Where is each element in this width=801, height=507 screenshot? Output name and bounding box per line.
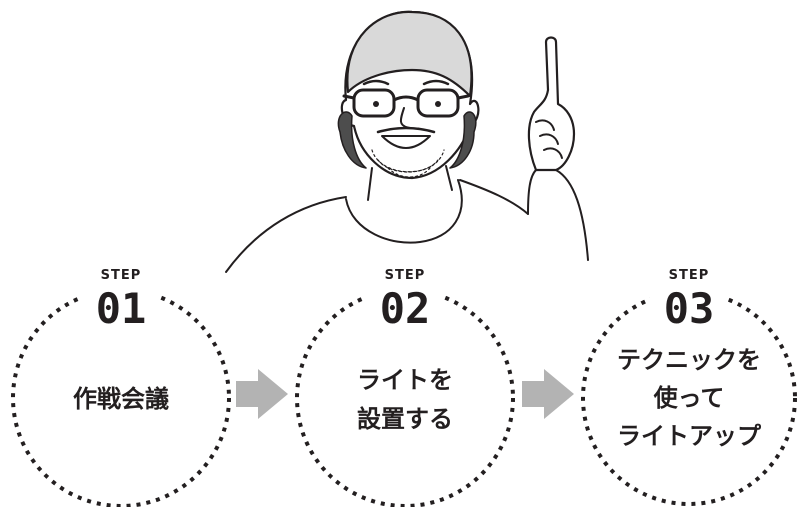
step-01-step-word: STEP	[101, 268, 142, 283]
arrow-step2-to-step3	[522, 369, 574, 419]
step-03-number: 03	[664, 284, 715, 333]
arrow-step1-to-step2	[236, 369, 288, 419]
step-03-step-word: STEP	[669, 268, 710, 283]
step-02-dashed-circle	[295, 288, 515, 507]
step-02-label-line-1: ライトを	[357, 366, 453, 394]
step-02-step-word: STEP	[385, 268, 426, 283]
step-02-number: 02	[380, 284, 431, 333]
step-01-label-line-1: 作戦会議	[73, 385, 169, 413]
step-01-number: 01	[96, 284, 147, 333]
step-03-label-line-2: 使って	[653, 384, 725, 412]
step-03-label-line-1: テクニックを	[617, 346, 761, 374]
step-01: STEP 01 作戦会議	[11, 262, 231, 507]
step-03: STEP 03 テクニックを 使って ライトアップ	[581, 262, 797, 506]
step-01-dashed-circle	[11, 288, 231, 507]
man-with-glasses-raising-index-finger-icon	[225, 10, 589, 273]
step-03-dashed-circle	[581, 290, 797, 506]
step-03-label-line-3: ライトアップ	[617, 422, 762, 450]
step-02-label-line-2: 設置する	[357, 405, 453, 433]
step-02: STEP 02 ライトを 設置する	[295, 262, 515, 507]
